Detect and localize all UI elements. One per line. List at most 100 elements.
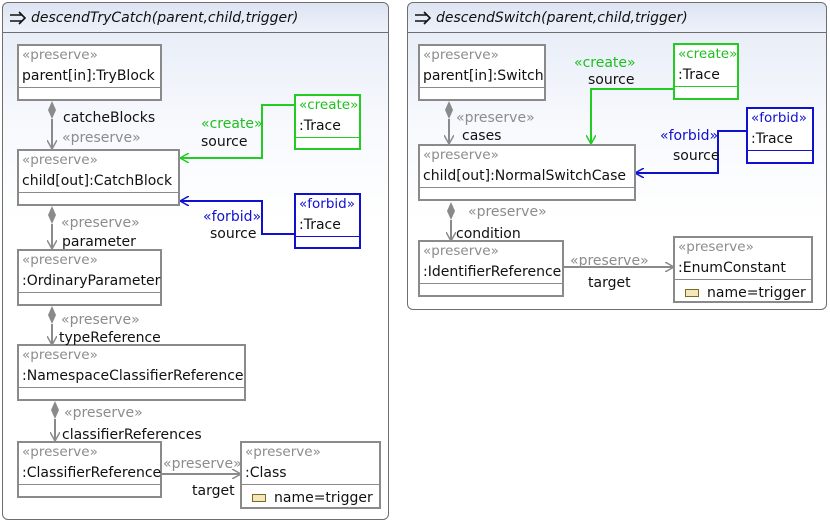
node-stereotype: «forbid» [299,196,355,212]
edge-label-forbid-stereotype: «forbid» [203,209,262,225]
node-name: :EnumConstant [678,260,786,276]
node-divider [675,279,811,280]
rule-header[interactable]: descendTryCatch(parent,child,trigger) [3,3,388,33]
edge-label-condition-stereotype: «preserve» [468,204,547,220]
node-stereotype: «forbid» [751,110,807,126]
attribute-text: name=trigger [707,285,806,301]
attribute-icon [685,289,699,297]
node-divider [19,387,244,388]
edge-label-parameter-stereotype: «preserve» [61,215,140,231]
edge-create-source[interactable] [591,88,673,143]
node-name: parent[in]:Switch [423,68,544,84]
node-name: :Class [245,465,287,481]
edge-parameter[interactable] [48,206,56,248]
node-parent-switch[interactable]: «preserve» parent[in]:Switch [418,44,546,101]
edge-forbid-source[interactable] [636,130,746,173]
edge-label-forbid-stereotype: «forbid» [660,128,719,144]
edge-label-create-source: source [588,72,635,88]
node-attribute[interactable]: name=trigger [685,285,806,301]
edge-label-cases-stereotype: «preserve» [456,110,535,126]
edge-type-reference[interactable] [48,306,56,344]
node-divider [242,484,379,485]
node-name: :NamespaceClassifierReference [22,368,244,384]
edge-label-catche-blocks-stereotype: «preserve» [62,130,141,146]
edge-label-create-stereotype: «create» [574,55,636,71]
edge-condition[interactable] [447,202,455,240]
edge-classifier-references[interactable] [51,401,59,440]
node-divider [748,150,812,151]
node-name: :OrdinaryParameter [22,273,161,289]
node-stereotype: «preserve» [245,444,321,460]
rule-arrow-icon [10,10,27,25]
edge-label-cases-name: cases [462,128,502,144]
edge-forbid-source[interactable] [181,201,294,235]
rule-arrow-icon [415,10,432,25]
node-stereotype: «preserve» [423,147,499,163]
node-divider [19,484,160,485]
node-name: child[out]:CatchBlock [22,173,173,189]
node-divider [420,187,634,188]
attribute-icon [252,494,266,502]
node-trace-create[interactable]: «create» :Trace [673,43,739,100]
node-divider [296,236,359,237]
edge-label-parameter-name: parameter [62,234,136,250]
node-identifier-reference[interactable]: «preserve» :IdentifierReference [418,240,564,297]
node-divider [19,292,160,293]
edge-label-forbid-source: source [210,226,257,242]
node-name: :Trace [751,131,793,147]
edge-label-target-stereotype: «preserve» [570,253,649,269]
edge-label-condition-name: condition [456,226,521,242]
node-trace-forbid[interactable]: «forbid» :Trace [746,107,814,164]
node-stereotype: «preserve» [22,152,98,168]
edge-label-type-reference-name: typeReference [59,330,161,346]
node-divider [420,87,544,88]
edge-label-type-reference-stereotype: «preserve» [61,312,140,328]
attribute-text: name=trigger [274,490,373,506]
rule-title: descendSwitch(parent,child,trigger) [436,9,688,26]
rule-header[interactable]: descendSwitch(parent,child,trigger) [408,3,826,33]
node-stereotype: «preserve» [22,347,98,363]
node-name: :Trace [299,217,341,233]
node-classifier-reference[interactable]: «preserve» :ClassifierReference [17,441,162,498]
edge-label-target-stereotype: «preserve» [163,456,242,472]
node-enum-constant[interactable]: «preserve» :EnumConstant name=trigger [673,236,813,303]
edge-label-catche-blocks-name: catcheBlocks [63,110,156,126]
node-stereotype: «create» [299,97,359,113]
edge-label-create-stereotype: «create» [201,116,263,132]
node-child-normal-switch-case[interactable]: «preserve» child[out]:NormalSwitchCase [418,144,636,201]
node-divider [19,87,160,88]
node-name: :Trace [299,118,341,134]
node-class[interactable]: «preserve» :Class name=trigger [240,441,381,509]
node-name: parent[in]:TryBlock [22,68,155,84]
node-name: :IdentifierReference [423,264,562,280]
rule-title: descendTryCatch(parent,child,trigger) [31,9,299,26]
node-stereotype: «preserve» [22,47,98,63]
edge-cases[interactable] [445,101,453,143]
node-stereotype: «preserve» [22,444,98,460]
node-child-catch-block[interactable]: «preserve» child[out]:CatchBlock [17,149,180,206]
node-name: :ClassifierReference [22,465,162,481]
node-trace-create[interactable]: «create» :Trace [294,94,361,150]
node-trace-forbid[interactable]: «forbid» :Trace [294,193,361,249]
node-stereotype: «create» [678,46,738,62]
edge-label-create-source: source [201,134,248,150]
node-divider [420,283,562,284]
node-stereotype: «preserve» [678,239,754,255]
edge-label-target-name: target [192,483,235,499]
node-attribute[interactable]: name=trigger [252,490,373,506]
edge-catche-blocks[interactable] [48,101,56,148]
node-name: child[out]:NormalSwitchCase [423,168,627,184]
node-stereotype: «preserve» [22,252,98,268]
node-parent-try-block[interactable]: «preserve» parent[in]:TryBlock [17,44,162,101]
node-divider [19,192,178,193]
node-stereotype: «preserve» [423,47,499,63]
edge-label-classifier-references-name: classifierReferences [62,427,202,443]
edge-label-classifier-references-stereotype: «preserve» [64,405,143,421]
edge-create-source[interactable] [181,104,294,158]
node-namespace-classifier-reference[interactable]: «preserve» :NamespaceClassifierReference [17,344,246,401]
node-stereotype: «preserve» [423,243,499,259]
node-ordinary-parameter[interactable]: «preserve» :OrdinaryParameter [17,249,162,306]
node-divider [296,137,359,138]
node-name: :Trace [678,67,720,83]
